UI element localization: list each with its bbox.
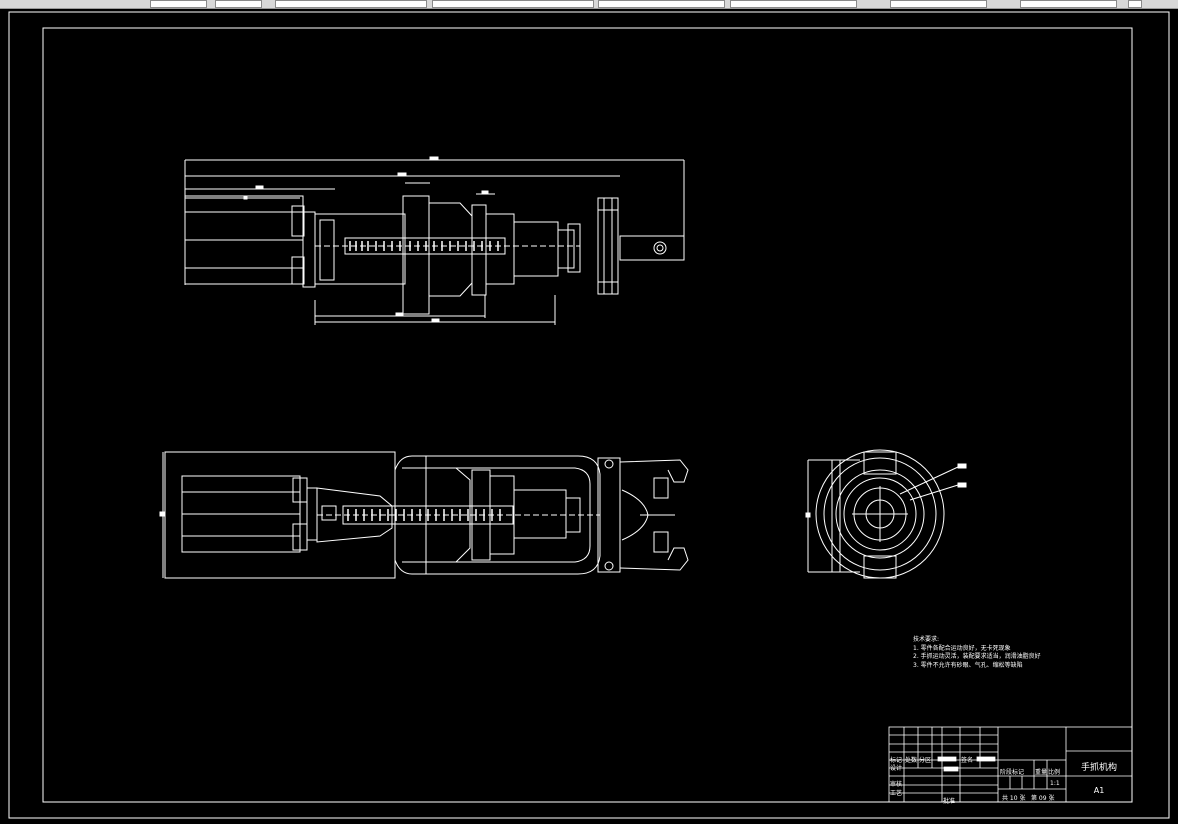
drawing-title: 手抓机构 bbox=[1080, 763, 1117, 773]
tech-heading: 技术要求: bbox=[913, 636, 940, 643]
tb-label: 处数 bbox=[905, 757, 918, 764]
sheet-size: A1 bbox=[1093, 786, 1105, 795]
top-view bbox=[184, 156, 685, 325]
toolbar-dropdown[interactable] bbox=[890, 0, 987, 8]
toolbar-icon[interactable] bbox=[1128, 0, 1142, 8]
tb-label: 标记 bbox=[890, 757, 903, 764]
toolbar-dropdown[interactable] bbox=[275, 0, 427, 8]
app-toolbar bbox=[0, 0, 1178, 9]
tb-sheet-number: 第 09 张 bbox=[1031, 795, 1055, 802]
tech-item: 2. 手抓运动灵活，装配要求适当，润滑油脂良好 bbox=[913, 653, 1041, 660]
toolbar-dropdown[interactable] bbox=[432, 0, 594, 8]
tb-weight-label: 重量 bbox=[1035, 769, 1048, 776]
tech-item: 3. 零件不允许有砂眼、气孔、缩松等缺陷 bbox=[913, 661, 1023, 669]
tb-label: 批准 bbox=[943, 798, 956, 805]
title-block bbox=[888, 726, 1133, 803]
tb-label: 设计 bbox=[890, 765, 903, 772]
toolbar-dropdown[interactable] bbox=[150, 0, 207, 8]
tb-label: 工艺 bbox=[890, 790, 903, 797]
front-view bbox=[159, 451, 689, 579]
toolbar-dropdown[interactable] bbox=[730, 0, 857, 8]
cad-drawing-area[interactable] bbox=[0, 9, 1178, 824]
tb-stage-label: 阶段标记 bbox=[1000, 769, 1025, 776]
side-view bbox=[805, 449, 967, 579]
tb-label: 审核 bbox=[890, 781, 903, 788]
toolbar-dropdown[interactable] bbox=[1020, 0, 1117, 8]
toolbar-dropdown[interactable] bbox=[598, 0, 725, 8]
tb-label: 签名 bbox=[961, 757, 974, 764]
tb-scale-value: 1:1 bbox=[1050, 780, 1060, 787]
toolbar-dropdown[interactable] bbox=[215, 0, 262, 8]
tb-label: 分区 bbox=[919, 757, 932, 764]
technical-requirements: 技术要求: 1. 零件各配合运动良好，无卡死现象 2. 手抓运动灵活，装配要求适… bbox=[913, 636, 1041, 670]
tb-sheets-total: 共 10 张 bbox=[1002, 795, 1026, 802]
outer-frame bbox=[8, 11, 1170, 819]
tech-item: 1. 零件各配合运动良好，无卡死现象 bbox=[913, 644, 1011, 652]
tb-scale-label: 比例 bbox=[1048, 769, 1061, 776]
inner-frame bbox=[42, 27, 1133, 803]
